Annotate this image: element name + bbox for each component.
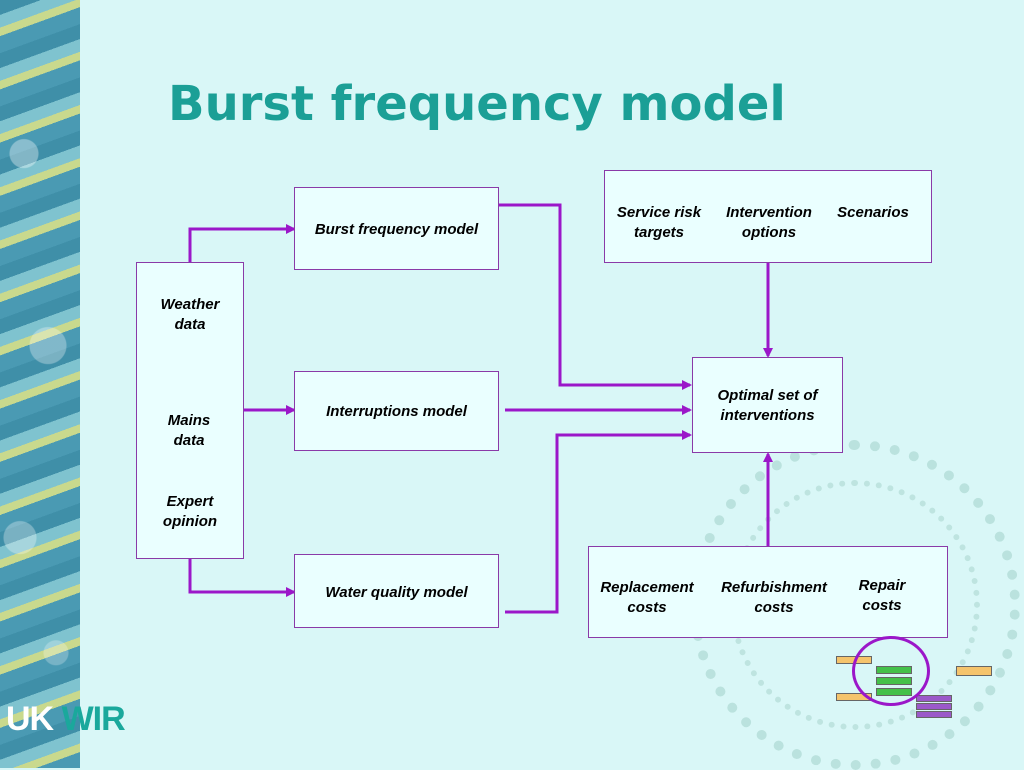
scenarios-label: Scenarios [837,204,909,221]
water-quality-model-label: Water quality model [325,584,468,601]
replacement-costs-label: Replacement costs [600,579,694,616]
slide-title: Burst frequency model [168,76,786,132]
service-risk-targets-label: Service risk targets [616,204,702,241]
thumb-node [916,711,952,718]
optimal-interventions-label: Optimal set of interventions [717,387,818,424]
decorative-sidebar-image [0,0,80,768]
arrow-inputs-to-burst [188,224,296,262]
arrow-inputs-to-water-quality [188,558,296,597]
refurbishment-costs-label: Refurbishment costs [721,579,827,616]
inputs-box: Weather data Mains data Expert opinion [136,262,244,559]
thumb-node [916,695,952,702]
logo-wir: WIR [61,700,126,738]
water-quality-model-box: Water quality model [294,554,499,628]
thumb-node [956,666,992,676]
drivers-box: Service risk targets Intervention option… [604,170,932,263]
thumb-node [916,703,952,710]
repair-costs-label: Repair costs [858,577,906,614]
mains-data-label: Mains data [167,412,211,449]
ukwir-logo: UK WIR [6,700,126,739]
thumbnail-highlight-ring [852,636,930,706]
interruptions-model-label: Interruptions model [326,403,467,420]
burst-frequency-model-box: Burst frequency model [294,187,499,270]
logo-uk: UK [6,700,54,738]
intervention-options-label: Intervention options [726,204,812,241]
weather-data-label: Weather data [160,296,220,333]
interruptions-model-box: Interruptions model [294,371,499,451]
arrow-burst-to-optimal [499,203,692,390]
optimal-interventions-box: Optimal set of interventions [692,357,843,453]
burst-frequency-model-label: Burst frequency model [314,221,479,238]
arrow-water-quality-to-optimal [505,430,692,614]
expert-opinion-label: Expert opinion [162,493,218,530]
costs-box: Replacement costs Refurbishment costs Re… [588,546,948,638]
